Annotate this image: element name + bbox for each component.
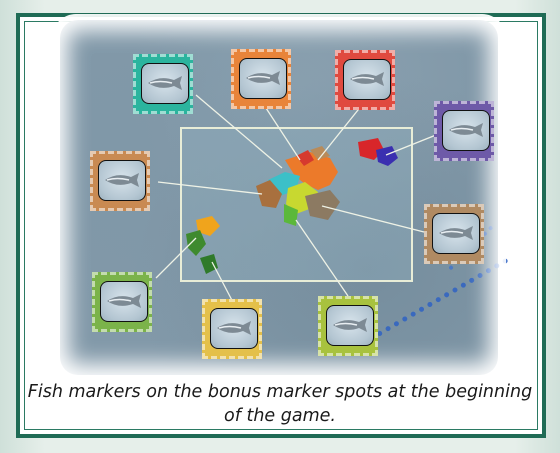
connector-right-upper bbox=[385, 134, 437, 156]
bonus-spot-bottom-right bbox=[318, 296, 378, 356]
bonus-spot-right-upper bbox=[434, 101, 494, 161]
territory-green-west-2 bbox=[200, 254, 218, 274]
bonus-spot-bottom-middle bbox=[202, 299, 262, 359]
fish-icon bbox=[333, 318, 367, 332]
connector-top-middle bbox=[263, 104, 301, 161]
connector-bottom-left bbox=[155, 237, 197, 279]
territory-red-small bbox=[296, 150, 314, 166]
bonus-spot-top-middle bbox=[231, 49, 291, 109]
territory-blue-east bbox=[376, 146, 398, 166]
fish-icon bbox=[107, 294, 141, 308]
fish-icon bbox=[148, 76, 182, 90]
bonus-spot-top-left bbox=[133, 54, 193, 114]
bonus-spot-right-lower bbox=[424, 204, 484, 264]
fish-icon bbox=[439, 226, 473, 240]
territory-orange-west bbox=[196, 216, 220, 236]
territory-orange bbox=[285, 152, 338, 190]
connector-bottom-right bbox=[295, 219, 349, 297]
connector-right-lower bbox=[321, 205, 425, 233]
connector-top-left bbox=[195, 94, 283, 169]
bonus-spot-left-middle bbox=[90, 151, 150, 211]
bonus-spot-top-right bbox=[335, 50, 395, 110]
territory-shapes bbox=[186, 138, 398, 274]
fish-icon bbox=[449, 123, 483, 137]
territory-green bbox=[284, 204, 298, 226]
bonus-spot-bottom-left bbox=[92, 272, 152, 332]
fish-icon bbox=[105, 173, 139, 187]
territory-brown bbox=[256, 180, 282, 208]
territory-sand bbox=[305, 190, 340, 220]
territory-tan bbox=[310, 146, 330, 160]
connector-lines bbox=[155, 94, 437, 309]
connector-top-right bbox=[317, 99, 367, 161]
fish-icon bbox=[350, 72, 384, 86]
connector-left-middle bbox=[157, 181, 263, 195]
territory-green-west bbox=[186, 230, 206, 256]
fish-icon bbox=[246, 71, 280, 85]
figure-caption: Fish markers on the bonus marker spots a… bbox=[27, 382, 533, 426]
fish-icon bbox=[217, 321, 251, 335]
